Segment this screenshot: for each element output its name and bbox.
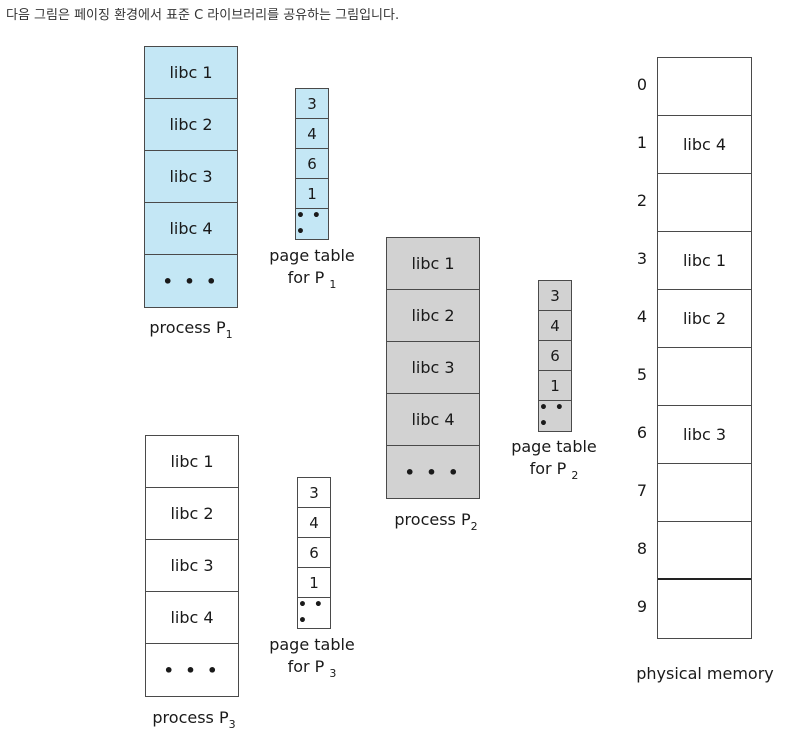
frame-number: 8 (636, 538, 648, 558)
process-2-page: libc 4 (387, 394, 479, 446)
page-table-3-entry: 1 (298, 568, 330, 598)
page-table-2: 3 4 6 1 • • • (538, 280, 572, 432)
page-table-2-entry: 6 (539, 341, 571, 371)
memory-frame: libc 3 (658, 406, 751, 464)
page-table-1-label-line1: page table (269, 246, 355, 265)
process-3-page-ellipsis: • • • (163, 660, 221, 680)
process-2-page-ellipsis: • • • (404, 462, 462, 482)
memory-frame (658, 464, 751, 522)
process-3-pages: libc 1 libc 2 libc 3 libc 4 • • • (145, 435, 239, 697)
frame-number: 5 (636, 364, 648, 384)
memory-frame (658, 58, 751, 116)
page-table-3-label-line1: page table (269, 635, 355, 654)
page-table-2-entry: 1 (539, 371, 571, 401)
page-table-2-label-line1: page table (511, 437, 597, 456)
memory-frame (658, 522, 751, 580)
page-table-1-label-line2: for P 1 (287, 268, 337, 291)
frame-number: 7 (636, 480, 648, 500)
page-table-2-label-line2: for P 2 (529, 459, 579, 482)
page-table-3-entry: 6 (298, 538, 330, 568)
memory-frame: libc 4 (658, 116, 751, 174)
process-2-page: libc 1 (387, 238, 479, 290)
physical-memory-label: physical memory (636, 664, 774, 683)
process-3-label-text: process (152, 708, 214, 727)
frame-number: 1 (636, 132, 648, 152)
page-table-3-entry: 4 (298, 508, 330, 538)
page-table-2-entry: 4 (539, 311, 571, 341)
frame-number: 9 (636, 596, 648, 616)
figure-caption: 다음 그림은 페이징 환경에서 표준 C 라이브러리를 공유하는 그림입니다. (6, 8, 400, 23)
process-1-page: libc 4 (145, 203, 237, 255)
frame-number: 3 (636, 248, 648, 268)
process-1-label-text: process (149, 318, 211, 337)
process-2-pages: libc 1 libc 2 libc 3 libc 4 • • • (386, 237, 480, 499)
page-table-1-entry: 3 (296, 89, 328, 119)
process-3-subscript: 3 (228, 718, 236, 731)
process-1-page: libc 3 (145, 151, 237, 203)
frame-number: 4 (636, 306, 648, 326)
frame-number: 6 (636, 422, 648, 442)
process-2-label-text: process (394, 510, 456, 529)
page-table-1-entry: 6 (296, 149, 328, 179)
memory-frame (658, 174, 751, 232)
process-1-page: libc 2 (145, 99, 237, 151)
page-table-1-entry-ellipsis: • • • (296, 208, 322, 240)
process-1-page: libc 1 (145, 47, 237, 99)
page-table-1-label: page table for P 1 (262, 245, 362, 296)
page-table-1-entry: 1 (296, 179, 328, 209)
page-table-2-label: page table for P 2 (504, 436, 604, 487)
memory-frame: libc 1 (658, 232, 751, 290)
process-2-page: libc 2 (387, 290, 479, 342)
page-table-2-entry-ellipsis: • • • (539, 400, 565, 432)
page-table-3: 3 4 6 1 • • • (297, 477, 331, 629)
memory-frame (658, 580, 751, 638)
process-3-page: libc 2 (146, 488, 238, 540)
process-3-page: libc 1 (146, 436, 238, 488)
process-1-subscript: 1 (225, 328, 233, 341)
page-table-2-entry: 3 (539, 281, 571, 311)
process-3-page: libc 3 (146, 540, 238, 592)
process-2-page: libc 3 (387, 342, 479, 394)
process-1-page-ellipsis: • • • (162, 271, 220, 291)
frame-number: 2 (636, 190, 648, 210)
page-table-3-entry-ellipsis: • • • (298, 597, 324, 629)
frame-number-column: 0 1 2 3 4 5 6 7 8 9 (630, 57, 654, 637)
page-table-3-label: page table for P 3 (262, 634, 362, 685)
page-table-3-label-line2: for P 3 (287, 657, 337, 680)
process-1-label: process P1 (149, 318, 233, 341)
process-1-pages: libc 1 libc 2 libc 3 libc 4 • • • (144, 46, 238, 308)
process-2-subscript: 2 (470, 520, 478, 533)
page-table-3-entry: 3 (298, 478, 330, 508)
physical-memory: libc 4 libc 1 libc 2 libc 3 (657, 57, 752, 639)
process-3-label: process P3 (152, 708, 236, 731)
memory-frame: libc 2 (658, 290, 751, 348)
frame-number: 0 (636, 74, 648, 94)
process-3-page: libc 4 (146, 592, 238, 644)
page-table-1: 3 4 6 1 • • • (295, 88, 329, 240)
memory-frame (658, 348, 751, 406)
page-table-1-entry: 4 (296, 119, 328, 149)
process-2-label: process P2 (394, 510, 478, 533)
